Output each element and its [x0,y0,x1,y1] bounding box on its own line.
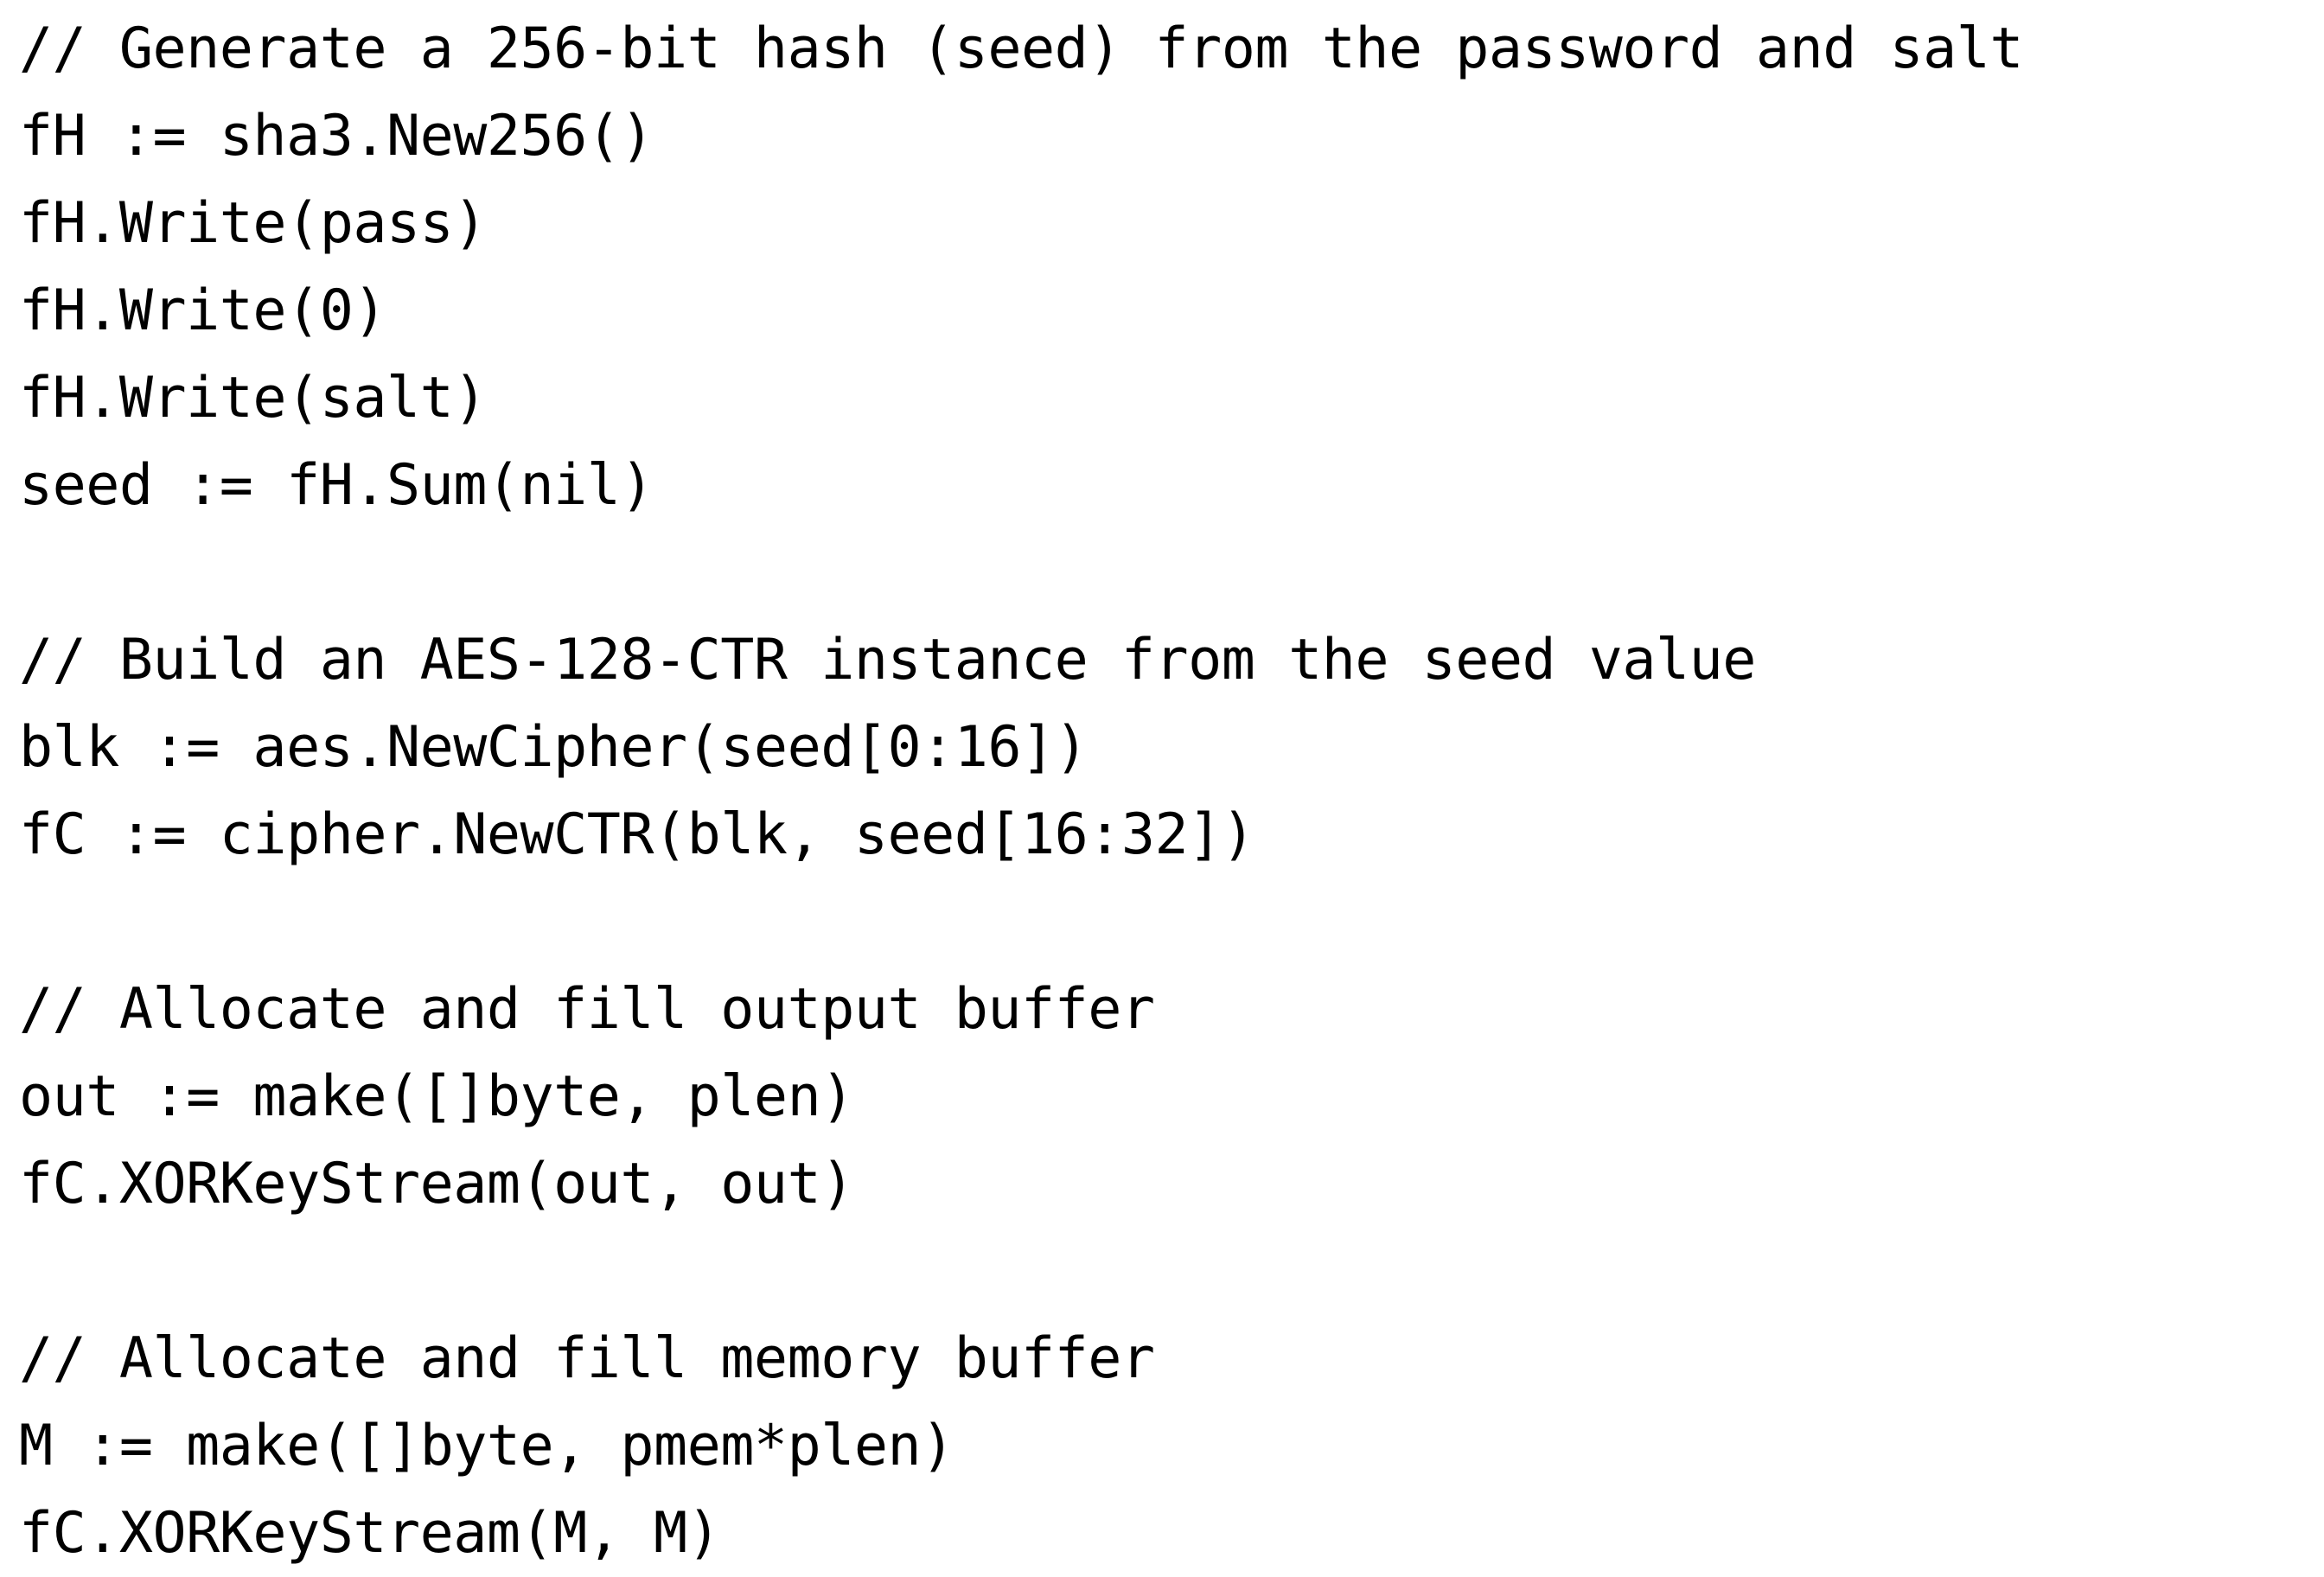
code-line: // Generate a 256-bit hash (seed) from t… [19,16,2024,81]
code-line: // Build an AES-128-CTR instance from th… [19,628,1756,693]
code-line: fH.Write(0) [19,278,386,343]
code-line: seed := fH.Sum(nil) [19,453,654,518]
code-line: fC.XORKeyStream(out, out) [19,1152,854,1216]
code-line: fH := sha3.New256() [19,104,654,169]
code-line: fH.Write(salt) [19,366,487,431]
code-blank-line [19,529,2324,616]
code-line: out := make([]byte, plen) [19,1064,854,1129]
code-blank-line [19,878,2324,966]
code-line: // Allocate and fill output buffer [19,977,1155,1042]
code-line: fC := cipher.NewCTR(blk, seed[16:32]) [19,802,1255,867]
code-blank-line [19,1228,2324,1315]
code-line: // Allocate and fill memory buffer [19,1326,1155,1391]
code-line: M := make([]byte, pmem*plen) [19,1414,954,1478]
code-line: fC.XORKeyStream(M, M) [19,1501,721,1566]
code-line: blk := aes.NewCipher(seed[0:16]) [19,715,1089,780]
code-line: fH.Write(pass) [19,191,487,256]
